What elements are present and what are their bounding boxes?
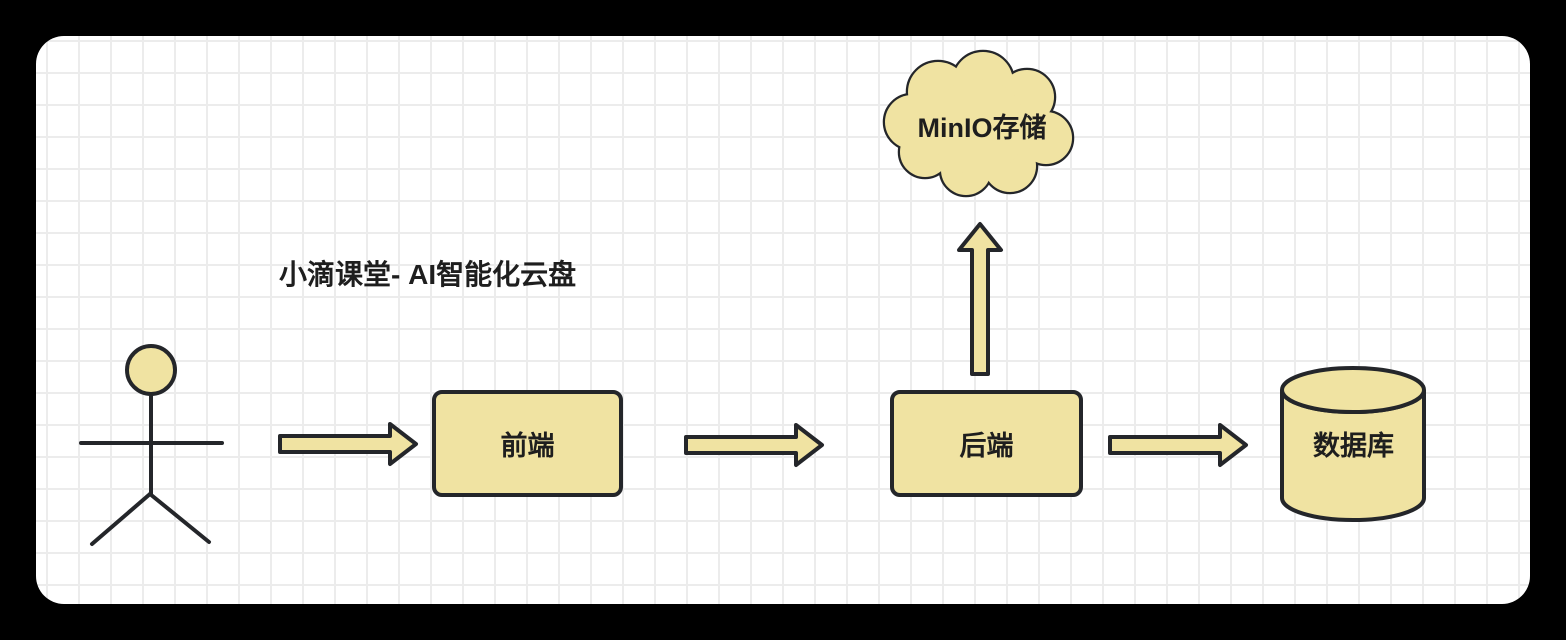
frontend-node-label: 前端 bbox=[500, 431, 555, 461]
backend-node-label: 后端 bbox=[959, 431, 1014, 461]
backend-node: 后端 bbox=[890, 390, 1083, 497]
whiteboard-canvas bbox=[36, 36, 1530, 604]
diagram-title: 小滴课堂- AI智能化云盘 bbox=[279, 259, 577, 290]
frontend-node: 前端 bbox=[432, 390, 623, 497]
